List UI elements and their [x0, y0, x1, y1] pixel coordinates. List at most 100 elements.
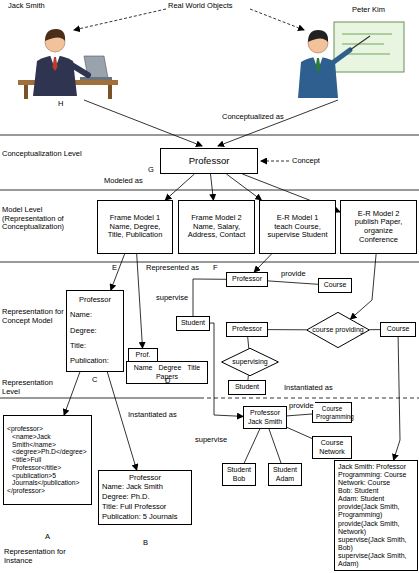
relation-line	[370, 329, 381, 330]
er-model-box: E-R Model 1teach Course, supervise Stude…	[259, 200, 336, 254]
node-text: Name, Degree, Title, Publication	[101, 223, 169, 240]
node-text: course providing	[312, 326, 364, 334]
node-text: Name: Jack Smith	[102, 483, 188, 492]
node-text: <degree>Ph.D</degree>	[7, 448, 88, 456]
annotation-label: Modeled as	[104, 177, 143, 186]
annotation-label: G	[148, 166, 154, 175]
node-text: Student Adam	[272, 466, 298, 482]
entity-box: Student	[228, 380, 266, 395]
relation-line	[248, 337, 249, 349]
relation-line	[193, 279, 226, 316]
annotation-label: Real World Objects	[168, 2, 232, 11]
node-text: Student	[180, 319, 206, 327]
instance-box: Student Adam	[268, 463, 302, 486]
annotation-label: Representation for Instance	[4, 548, 94, 565]
node-text: Publication:	[70, 357, 120, 366]
node-text: <title>Full Professor</title>	[7, 456, 88, 472]
concept-box: Professor	[160, 148, 258, 174]
node-text: Degree:	[70, 327, 120, 336]
relation-line	[268, 329, 306, 330]
entity-box: Course	[380, 322, 416, 337]
annotation-label: D	[165, 377, 170, 386]
connector-arrow	[254, 254, 271, 272]
edge-label: supervise	[155, 294, 189, 302]
entity-box: Professor	[226, 272, 268, 287]
connector-arrow	[137, 254, 143, 348]
node-text: Name:	[70, 311, 120, 320]
node-text: Name, Salary, Address, Contact	[182, 223, 251, 240]
leader-arrows	[74, 9, 338, 161]
node-text: Title: Full Professor	[102, 503, 188, 512]
er-model-box: E-R Model 2publish Paper, organize Confe…	[340, 200, 417, 254]
annotation-label: H	[58, 100, 63, 109]
entity-box: Course	[318, 278, 352, 293]
node-text: supervise(Jack Smith, Adam)	[338, 552, 414, 568]
entity-box: Student	[176, 316, 210, 331]
instance-box: Course Network	[312, 436, 352, 459]
node-text: Title:	[70, 342, 120, 351]
peter-kim-figure	[298, 22, 404, 98]
node-text: Professor	[230, 325, 264, 333]
edge-label: provide	[280, 270, 307, 278]
annotation-label: C	[92, 376, 97, 385]
relation-line	[287, 427, 312, 438]
node-text: Jack Smith: Professor	[338, 463, 414, 471]
annotation-label: Representation for Concept Model	[2, 308, 64, 325]
connector-arrow	[165, 174, 194, 200]
annotation-label: Instantiated as	[284, 384, 333, 393]
instance-box: Course Programming	[312, 402, 352, 423]
annotation-label: Jack Smith	[8, 2, 45, 11]
node-text: supervising	[227, 358, 273, 366]
relation-line	[268, 281, 318, 284]
connector-arrow	[226, 174, 261, 200]
connector-arrow	[111, 254, 125, 290]
node-text: Course Network	[316, 439, 348, 455]
node-text: Programming: Course	[338, 471, 414, 479]
node-text: publish Paper, organize Conference	[344, 218, 413, 244]
node-text: Course	[384, 325, 412, 333]
annotation-label: Peter Kim	[352, 6, 385, 15]
node-text: Bob: Student	[338, 487, 414, 495]
node-text: Frame Model 2	[182, 214, 251, 223]
node-text: Frame Model 1	[101, 214, 169, 223]
node-text: Professor	[230, 275, 264, 283]
connector-arrow	[64, 372, 80, 415]
node-text: Professor	[164, 156, 254, 167]
node-text: Professor Jack Smith	[247, 409, 283, 425]
annotation-label: B	[143, 539, 148, 548]
node-text: teach Course, supervise Student	[263, 223, 332, 240]
node-text: Professor	[70, 296, 120, 305]
instance-box: Student Bob	[222, 463, 256, 486]
frame-model-box: Frame Model 1Name, Degree, Title, Public…	[97, 200, 173, 254]
node-text: Degree: Ph.D.	[102, 493, 188, 502]
node-text: Student Bob	[226, 466, 252, 482]
annotation-label: Conceptualized as	[222, 113, 284, 122]
annotation-label: F	[213, 264, 218, 273]
annotation-label: E	[112, 264, 117, 273]
relationship-diamond: course providing	[306, 312, 370, 348]
connector-arrow	[211, 174, 214, 200]
jack-smith-figure	[18, 29, 118, 99]
relationship-diamond: supervising	[221, 348, 279, 376]
relation-line	[269, 429, 281, 463]
node-text: supervise(Jack Smith, Bob)	[338, 536, 414, 552]
frame-model-box: Frame Model 2Name, Salary, Address, Cont…	[178, 200, 255, 254]
frame-instance-box: ProfessorName: Jack SmithDegree: Ph.D.Ti…	[98, 470, 192, 525]
xml-instance-box: <professor><name>Jack Smith</name><degre…	[3, 415, 92, 505]
node-text: Prof.	[132, 351, 154, 359]
connector-arrow	[351, 254, 377, 319]
node-text: Student	[232, 383, 262, 391]
node-text: </professor>	[7, 487, 88, 495]
connector-arrow	[107, 372, 136, 470]
relation-line	[287, 414, 312, 416]
level-dividers	[0, 135, 419, 398]
entity-box: Professor	[226, 322, 268, 337]
node-text: Course	[322, 281, 348, 289]
annotation-label: Represented as	[146, 264, 199, 273]
node-text: provide(Jack Smith, Programming)	[338, 503, 414, 519]
node-text: E-R Model 1	[263, 214, 332, 223]
frame-box: ProfessorName: Degree: Title: Publication:	[66, 290, 124, 372]
node-text: <publication>5 Journals</publication>	[7, 472, 88, 488]
connector-arrow	[394, 337, 400, 460]
